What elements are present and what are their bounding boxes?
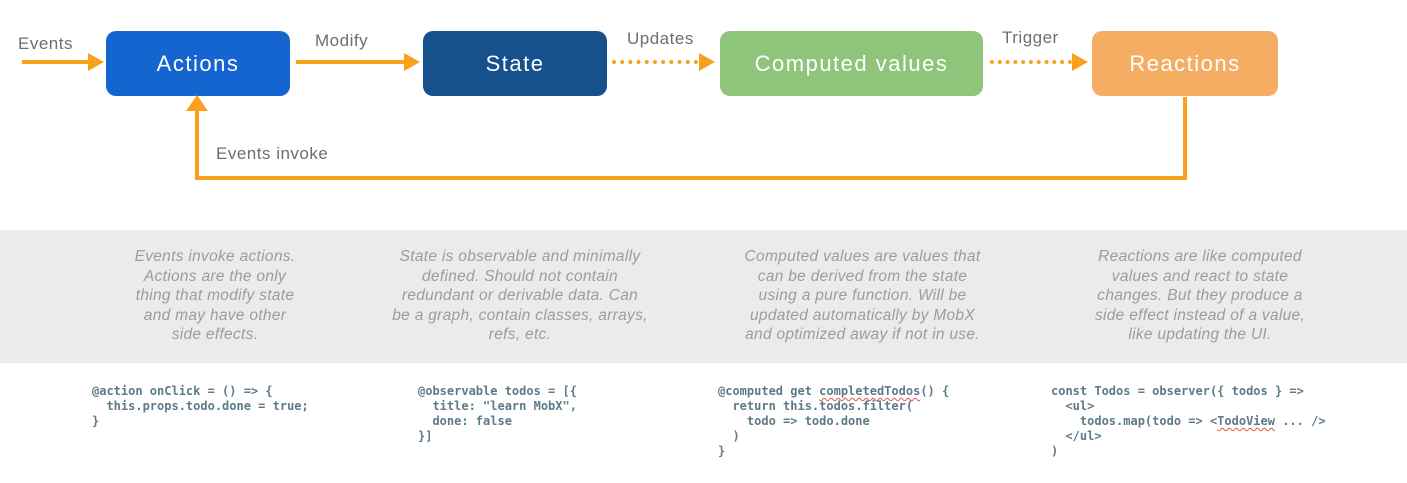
node-state-label: State: [485, 50, 545, 76]
code-sample-computed: @computed get completedTodos() { return …: [718, 384, 949, 459]
feedback-line-bottom-horizontal: [195, 176, 1187, 180]
description-actions: Events invoke actions. Actions are the o…: [134, 248, 296, 343]
description-band: [0, 230, 1407, 363]
spellcheck-squiggle: TodoView: [1217, 414, 1275, 428]
code-sample-observable: @observable todos = [{ title: "learn Mob…: [418, 384, 577, 444]
node-actions: Actions: [106, 31, 290, 96]
code-sample-observer: const Todos = observer({ todos } => <ul>…: [1051, 384, 1326, 459]
description-reactions: Reactions are like computed values and r…: [1094, 248, 1306, 343]
node-actions-label: Actions: [156, 50, 240, 76]
code-text: ... /> </ul> ): [1051, 414, 1326, 458]
code-text: @computed get: [718, 384, 820, 398]
feedback-line-left-vertical: [195, 111, 199, 180]
feedback-line-right-vertical: [1183, 97, 1187, 180]
arrow-updates-head-icon: [699, 53, 715, 71]
code-text: @action onClick = () => { this.props.tod…: [92, 384, 309, 428]
spellcheck-squiggle: completedTodos: [819, 384, 921, 398]
arrow-trigger-dotted-line: [990, 60, 1072, 64]
arrow-trigger-head-icon: [1072, 53, 1088, 71]
node-reactions-label: Reactions: [1129, 50, 1241, 76]
node-computed-values-label: Computed values: [754, 50, 949, 76]
feedback-arrow-up-head-icon: [186, 95, 208, 111]
arrow-events-head-icon: [88, 53, 104, 71]
edge-label-updates: Updates: [627, 29, 694, 48]
code-text: () { return this.todos.filter( todo => t…: [718, 384, 950, 458]
arrow-modify-line: [296, 60, 404, 64]
node-computed-values: Computed values: [720, 31, 983, 96]
edge-label-trigger: Trigger: [1002, 28, 1059, 47]
code-text: const Todos = observer({ todos } => <ul>…: [1051, 384, 1304, 428]
description-state: State is observable and minimally define…: [392, 248, 648, 343]
node-reactions: Reactions: [1092, 31, 1278, 96]
description-computed-values: Computed values are values that can be d…: [744, 248, 981, 343]
arrow-modify-head-icon: [404, 53, 420, 71]
code-sample-action: @action onClick = () => { this.props.tod…: [92, 384, 309, 429]
code-text: @observable todos = [{ title: "learn Mob…: [418, 384, 577, 443]
edge-label-events-invoke: Events invoke: [216, 144, 329, 163]
arrow-updates-dotted-line: [612, 60, 698, 64]
arrow-events-line: [22, 60, 90, 64]
node-state: State: [423, 31, 607, 96]
edge-label-modify: Modify: [315, 31, 369, 50]
edge-label-events: Events: [18, 34, 73, 53]
